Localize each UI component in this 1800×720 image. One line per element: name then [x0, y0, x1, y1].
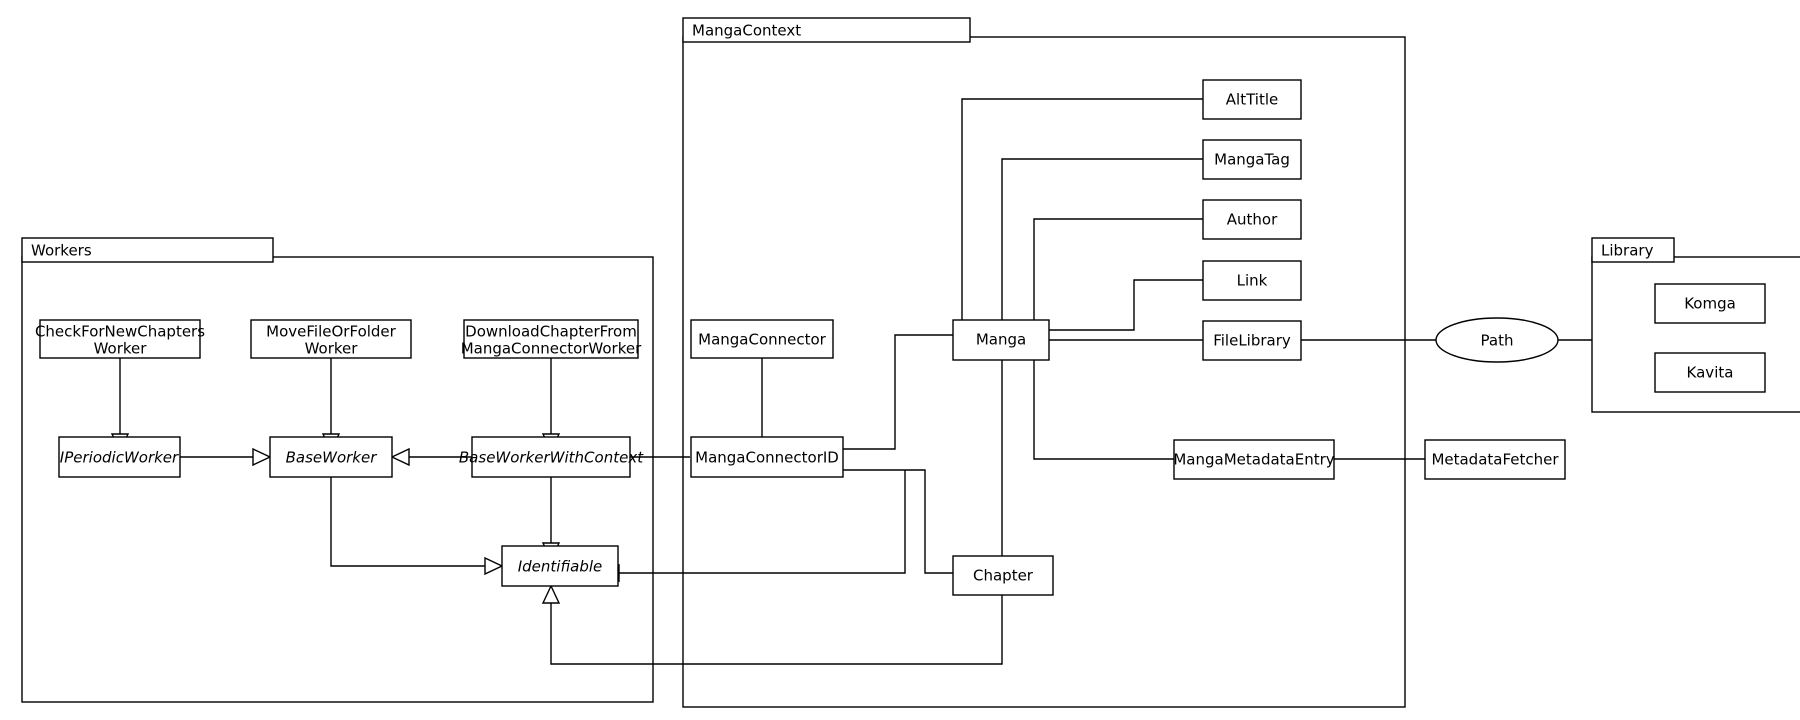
- class-file-library-label: FileLibrary: [1213, 332, 1291, 350]
- package-mangacontext-body: [682, 36, 1406, 708]
- class-move-file-or-folder-worker-box[interactable]: [250, 319, 412, 359]
- class-base-worker[interactable]: BaseWorker: [269, 436, 393, 478]
- class-iperiodic-worker-box[interactable]: [58, 436, 181, 478]
- class-download-chapter-worker-label-line2: MangaConnectorWorker: [461, 340, 642, 358]
- edge-mangaconnectorid-to-identifiable: [618, 470, 906, 574]
- class-move-file-or-folder-worker[interactable]: MoveFileOrFolder Worker: [250, 319, 412, 359]
- class-file-library-box[interactable]: [1202, 320, 1302, 361]
- class-check-for-new-chapters-worker-label-line1: CheckForNewChapters: [35, 323, 205, 341]
- package-workers-tab: [21, 237, 274, 263]
- class-author-label: Author: [1227, 211, 1278, 229]
- node-path-label: Path: [1481, 332, 1514, 350]
- package-library-tab: [1591, 237, 1675, 263]
- class-download-chapter-worker[interactable]: DownloadChapterFrom MangaConnectorWorker: [461, 319, 642, 359]
- class-alt-title-box[interactable]: [1202, 79, 1302, 120]
- edge-manga-to-mangametadataentry: [1033, 360, 1174, 460]
- class-komga-box[interactable]: [1654, 283, 1766, 324]
- class-manga-connector-box[interactable]: [690, 319, 834, 359]
- edge-manga-to-author: [1033, 218, 1203, 320]
- class-identifiable[interactable]: Identifiable: [501, 545, 619, 587]
- edge-baseworker-to-identifiable: [330, 477, 486, 567]
- class-metadata-fetcher[interactable]: MetadataFetcher: [1424, 439, 1566, 480]
- arrowhead-identifiable-bottom: [541, 584, 561, 604]
- class-manga-connector-id-label: MangaConnectorID: [695, 449, 839, 467]
- node-path-ellipse[interactable]: [1435, 317, 1559, 363]
- class-manga-metadata-entry-label: MangaMetadataEntry: [1173, 451, 1334, 469]
- edge-manga-to-link: [1049, 279, 1203, 331]
- class-iperiodic-worker[interactable]: IPeriodicWorker: [58, 436, 181, 478]
- edge-manga-to-mangatag: [1001, 158, 1203, 320]
- class-manga-metadata-entry[interactable]: MangaMetadataEntry: [1173, 439, 1335, 480]
- class-download-chapter-worker-label-line1: DownloadChapterFrom: [465, 323, 637, 341]
- arrowhead-identifiable-left: [484, 556, 504, 576]
- class-check-for-new-chapters-worker-label-line2: Worker: [94, 340, 148, 358]
- package-library-label: Library: [1601, 242, 1654, 260]
- node-path[interactable]: Path: [1435, 317, 1559, 363]
- class-chapter-box[interactable]: [952, 555, 1054, 596]
- class-manga-metadata-entry-box[interactable]: [1173, 439, 1335, 480]
- class-manga-connector-id[interactable]: MangaConnectorID: [690, 436, 844, 478]
- class-base-worker-with-context-box[interactable]: [471, 436, 631, 478]
- class-move-file-or-folder-worker-label-line2: Worker: [305, 340, 359, 358]
- class-komga[interactable]: Komga: [1654, 283, 1766, 324]
- class-check-for-new-chapters-worker[interactable]: CheckForNewChapters Worker: [35, 319, 205, 359]
- arrowhead-baseworker-left: [252, 447, 272, 467]
- class-alt-title[interactable]: AltTitle: [1202, 79, 1302, 120]
- class-author-box[interactable]: [1202, 199, 1302, 240]
- package-mangacontext: MangaContext: [682, 17, 1406, 708]
- class-link-label: Link: [1237, 272, 1268, 290]
- class-manga[interactable]: Manga: [952, 319, 1050, 361]
- class-base-worker-label: BaseWorker: [286, 449, 378, 467]
- class-manga-box[interactable]: [952, 319, 1050, 361]
- class-manga-connector-id-box[interactable]: [690, 436, 844, 478]
- class-manga-label: Manga: [976, 331, 1026, 349]
- class-link-box[interactable]: [1202, 260, 1302, 301]
- class-move-file-or-folder-worker-label-line1: MoveFileOrFolder: [266, 323, 396, 341]
- class-base-worker-with-context-label: BaseWorkerWithContext: [459, 449, 644, 467]
- class-base-worker-with-context[interactable]: BaseWorkerWithContext: [459, 436, 644, 478]
- class-check-for-new-chapters-worker-box[interactable]: [39, 319, 201, 359]
- class-metadata-fetcher-label: MetadataFetcher: [1431, 451, 1559, 469]
- class-manga-connector-label: MangaConnector: [698, 331, 827, 349]
- class-file-library[interactable]: FileLibrary: [1202, 320, 1302, 361]
- package-mangacontext-tab: [682, 17, 971, 43]
- class-manga-tag-box[interactable]: [1202, 139, 1302, 180]
- package-mangacontext-label: MangaContext: [692, 22, 801, 40]
- edge-chapter-to-identifiable: [550, 595, 1003, 665]
- edge-mangaconnectorid-to-chapter: [843, 469, 953, 574]
- class-identifiable-label: Identifiable: [518, 558, 603, 576]
- class-chapter[interactable]: Chapter: [952, 555, 1054, 596]
- class-manga-tag-label: MangaTag: [1214, 151, 1290, 169]
- class-manga-tag[interactable]: MangaTag: [1202, 139, 1302, 180]
- class-manga-connector[interactable]: MangaConnector: [690, 319, 834, 359]
- edge-mangaconnectorid-to-manga: [843, 334, 953, 450]
- class-chapter-label: Chapter: [973, 567, 1034, 585]
- class-komga-label: Komga: [1684, 295, 1736, 313]
- class-kavita-label: Kavita: [1687, 364, 1734, 382]
- class-identifiable-box[interactable]: [501, 545, 619, 587]
- edge-manga-to-alttitle: [961, 98, 1203, 320]
- class-metadata-fetcher-box[interactable]: [1424, 439, 1566, 480]
- arrowhead-baseworker-right: [390, 447, 410, 467]
- class-alt-title-label: AltTitle: [1226, 91, 1278, 109]
- class-author[interactable]: Author: [1202, 199, 1302, 240]
- class-download-chapter-worker-box[interactable]: [463, 319, 639, 359]
- class-link[interactable]: Link: [1202, 260, 1302, 301]
- class-iperiodic-worker-label: IPeriodicWorker: [60, 449, 179, 467]
- class-base-worker-box[interactable]: [269, 436, 393, 478]
- package-workers-label: Workers: [31, 242, 92, 260]
- class-kavita[interactable]: Kavita: [1654, 352, 1766, 393]
- class-kavita-box[interactable]: [1654, 352, 1766, 393]
